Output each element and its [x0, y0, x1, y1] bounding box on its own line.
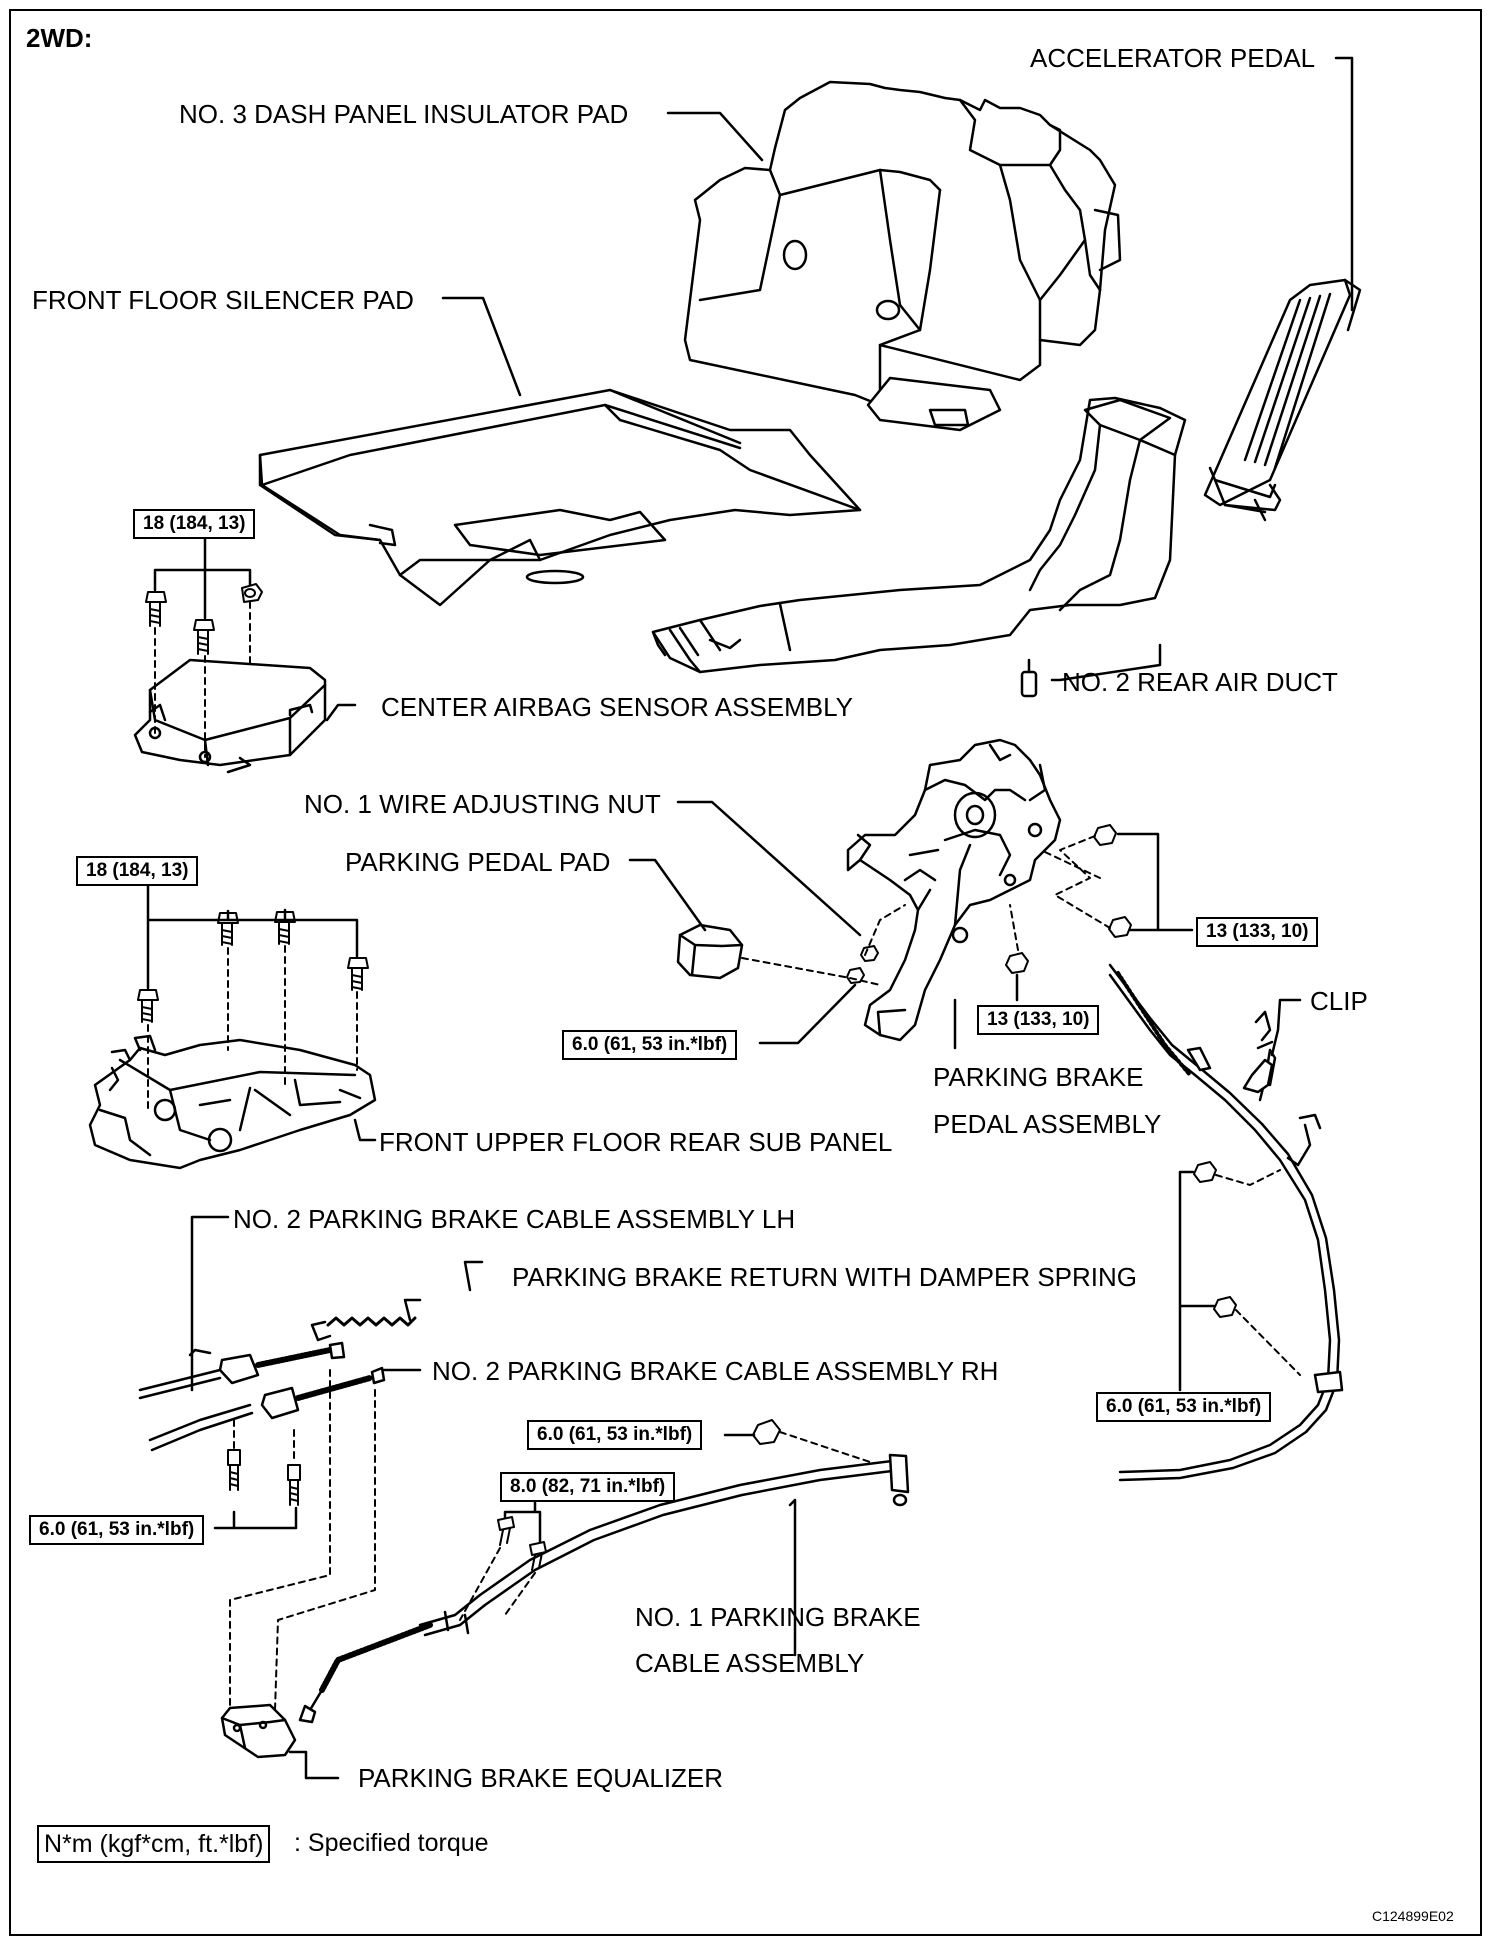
- legend-text: : Specified torque: [294, 1829, 489, 1857]
- lh-rh-cable-leaders: [190, 1215, 422, 1530]
- accelerator-pedal-label: ACCELERATOR PEDAL: [1030, 43, 1316, 73]
- torque-adjust-nut: 6.0 (61, 53 in.*lbf): [562, 1030, 738, 1060]
- cable-right-leaders: [723, 1170, 1216, 1437]
- label-leaders: [325, 56, 1354, 1142]
- pedal-leaders: [758, 832, 1194, 1050]
- no1-cable-drawing: [298, 1453, 910, 1724]
- airbag-sensor-label: CENTER AIRBAG SENSOR ASSEMBLY: [381, 692, 853, 722]
- parking-brake-pedal-drawing: [846, 738, 1062, 1042]
- no2-cables-drawing: [138, 1341, 386, 1452]
- rear-air-duct-drawing: [651, 396, 1187, 698]
- torque-sub-panel: 18 (184, 13): [76, 856, 199, 886]
- airbag-bolts-drawing: [145, 583, 263, 655]
- torque-pedal-nuts: 13 (133, 10): [1196, 917, 1319, 947]
- rear-air-duct-label: NO. 2 REAR AIR DUCT: [1062, 667, 1338, 697]
- cable-lh-label: NO. 2 PARKING BRAKE CABLE ASSEMBLY LH: [233, 1204, 796, 1234]
- header-title: 2WD:: [26, 23, 93, 53]
- no1-cable-label-line1: NO. 1 PARKING BRAKE: [635, 1602, 921, 1632]
- torque-pedal-lower: 13 (133, 10): [977, 1005, 1100, 1035]
- no1-cable-label-line2: CABLE ASSEMBLY: [635, 1648, 865, 1678]
- airbag-sensor-drawing: [133, 658, 327, 774]
- brake-pedal-label-line2: PEDAL ASSEMBLY: [933, 1109, 1162, 1139]
- return-spring-drawing: [310, 1298, 422, 1342]
- torque-cable-bolts: 8.0 (82, 71 in.*lbf): [500, 1472, 676, 1502]
- cable-rh-label: NO. 2 PARKING BRAKE CABLE ASSEMBLY RH: [432, 1356, 999, 1386]
- floor-silencer-pad-label: FRONT FLOOR SILENCER PAD: [32, 285, 414, 315]
- front-floor-silencer-pad-drawing: [258, 388, 862, 607]
- return-spring-label: PARKING BRAKE RETURN WITH DAMPER SPRING: [512, 1262, 1138, 1292]
- equalizer-label: PARKING BRAKE EQUALIZER: [358, 1763, 724, 1793]
- torque-cable-right: 6.0 (61, 53 in.*lbf): [1096, 1392, 1272, 1422]
- torque-cable-mid: 6.0 (61, 53 in.*lbf): [527, 1420, 703, 1450]
- parking-pedal-pad-drawing: [676, 923, 744, 980]
- sub-panel-bolts-drawing: [137, 911, 369, 1023]
- dash-panel-insulator-pad-drawing: [683, 80, 1122, 432]
- torque-cable-left: 6.0 (61, 53 in.*lbf): [29, 1515, 205, 1545]
- sub-panel-leaders: [146, 875, 359, 990]
- illustration-code: C124899E02: [1372, 1908, 1454, 1924]
- diagram-frame: [9, 9, 1482, 1936]
- torque-airbag: 18 (184, 13): [133, 509, 256, 539]
- return-spring-leader: [463, 1260, 484, 1292]
- wire-adjusting-nut-label: NO. 1 WIRE ADJUSTING NUT: [304, 789, 661, 819]
- pedal-nuts-drawing: [846, 824, 1132, 984]
- equalizer-leader: [288, 1750, 340, 1780]
- airbag-leaders: [153, 528, 252, 620]
- accelerator-pedal-drawing: [1203, 278, 1362, 522]
- clip-leader: [1270, 998, 1302, 1057]
- brake-pedal-label-line1: PARKING BRAKE: [933, 1062, 1144, 1092]
- cable-bolts-leader: [503, 1495, 797, 1657]
- clip-drawing: [1242, 1058, 1274, 1094]
- clip-label: CLIP: [1310, 986, 1368, 1016]
- rear-sub-panel-label: FRONT UPPER FLOOR REAR SUB PANEL: [379, 1127, 893, 1157]
- equalizer-drawing: [220, 1703, 297, 1759]
- legend-torque-box: N*m (kgf*cm, ft.*lbf): [37, 1825, 271, 1863]
- dash-panel-pad-label: NO. 3 DASH PANEL INSULATOR PAD: [179, 99, 629, 129]
- parking-pedal-pad-label: PARKING PEDAL PAD: [345, 847, 611, 877]
- rear-sub-panel-drawing: [88, 1034, 377, 1170]
